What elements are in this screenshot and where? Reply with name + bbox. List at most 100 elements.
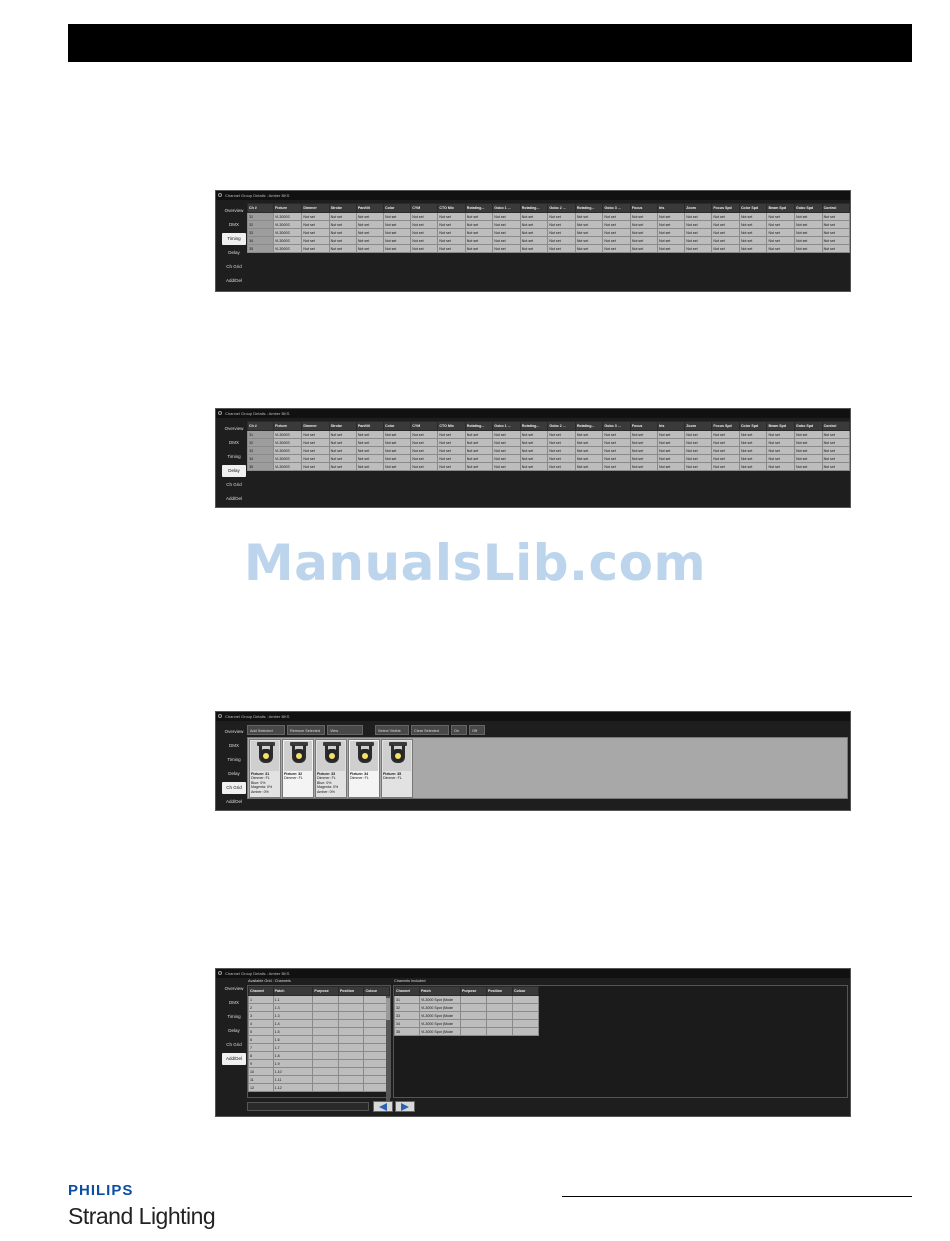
tab-overview[interactable]: Overview (224, 729, 244, 734)
attribute-cell[interactable]: Not set (301, 212, 330, 221)
attribute-cell[interactable]: Not set (738, 446, 768, 455)
attribute-cell[interactable]: Not set (410, 446, 439, 455)
tab-overview[interactable]: Overview (224, 426, 244, 431)
attribute-cell[interactable]: Not set (301, 454, 330, 463)
attribute-cell[interactable]: Not set (684, 244, 713, 253)
on-button[interactable]: On (451, 725, 467, 735)
attribute-cell[interactable]: Not set (492, 446, 521, 455)
attribute-cell[interactable]: Not set (684, 430, 713, 439)
attribute-cell[interactable]: Not set (794, 462, 823, 471)
attribute-cell[interactable]: Not set (602, 462, 631, 471)
attribute-cell[interactable]: Not set (821, 212, 850, 221)
attribute-cell[interactable]: Not set (547, 430, 576, 439)
attribute-cell[interactable]: Not set (355, 220, 385, 229)
attribute-cell[interactable]: Not set (766, 212, 796, 221)
attribute-cell[interactable]: Not set (519, 212, 549, 221)
attribute-cell[interactable]: Not set (629, 236, 659, 245)
attribute-cell[interactable]: Not set (301, 438, 330, 447)
attribute-cell[interactable]: Not set (657, 462, 686, 471)
attribute-cell[interactable]: Not set (355, 462, 385, 471)
attribute-cell[interactable]: Not set (464, 236, 494, 245)
attribute-cell[interactable]: Not set (355, 438, 385, 447)
attribute-cell[interactable]: Not set (794, 430, 823, 439)
attribute-cell[interactable]: Not set (492, 228, 521, 237)
channel-entry-field[interactable] (247, 1102, 369, 1111)
attribute-cell[interactable]: Not set (519, 430, 549, 439)
attribute-cell[interactable]: Not set (574, 438, 604, 447)
select-visible-button[interactable]: Select Visible (375, 725, 409, 735)
attribute-cell[interactable]: Not set (328, 454, 357, 463)
tab-delay[interactable]: Delay (222, 465, 246, 477)
attribute-cell[interactable]: Not set (410, 438, 439, 447)
attribute-cell[interactable]: Not set (383, 462, 412, 471)
attribute-cell[interactable]: Not set (383, 220, 412, 229)
attribute-cell[interactable]: Not set (684, 446, 713, 455)
tab-overview[interactable]: Overview (224, 208, 244, 213)
tab-add-del[interactable]: Add/Del (225, 278, 242, 283)
attribute-cell[interactable]: Not set (821, 228, 850, 237)
attribute-cell[interactable]: Not set (383, 228, 412, 237)
tab-delay[interactable]: Delay (228, 250, 240, 255)
attribute-cell[interactable]: Not set (301, 462, 330, 471)
tab-overview[interactable]: Overview (224, 986, 244, 991)
attribute-cell[interactable]: Not set (602, 430, 631, 439)
clear-selected-button[interactable]: Clear Selected (411, 725, 449, 735)
attribute-cell[interactable]: Not set (711, 430, 740, 439)
attribute-cell[interactable]: Not set (410, 236, 439, 245)
attribute-cell[interactable]: Not set (437, 462, 466, 471)
attribute-cell[interactable]: Not set (684, 438, 713, 447)
attribute-cell[interactable]: Not set (766, 220, 796, 229)
attribute-cell[interactable]: Not set (547, 236, 576, 245)
attribute-cell[interactable]: Not set (684, 236, 713, 245)
attribute-cell[interactable]: Not set (738, 244, 768, 253)
attribute-cell[interactable]: Not set (464, 438, 494, 447)
attribute-cell[interactable]: Not set (629, 244, 659, 253)
attribute-cell[interactable]: Not set (629, 454, 659, 463)
tab-delay[interactable]: Delay (228, 771, 240, 776)
attribute-cell[interactable]: Not set (547, 220, 576, 229)
attribute-cell[interactable]: Not set (410, 454, 439, 463)
attribute-cell[interactable]: Not set (410, 220, 439, 229)
attribute-cell[interactable]: Not set (410, 462, 439, 471)
attribute-cell[interactable]: Not set (602, 454, 631, 463)
attribute-cell[interactable]: Not set (738, 212, 768, 221)
attribute-cell[interactable]: Not set (766, 430, 796, 439)
attribute-cell[interactable]: Not set (301, 220, 330, 229)
attribute-cell[interactable]: Not set (355, 212, 385, 221)
attribute-cell[interactable]: Not set (383, 438, 412, 447)
attribute-cell[interactable]: Not set (328, 446, 357, 455)
attribute-cell[interactable]: Not set (301, 244, 330, 253)
attribute-cell[interactable]: Not set (794, 438, 823, 447)
attribute-cell[interactable]: Not set (574, 212, 604, 221)
attribute-cell[interactable]: Not set (383, 454, 412, 463)
tab-add-del[interactable]: Add/Del (222, 1053, 246, 1065)
attribute-cell[interactable]: Not set (519, 228, 549, 237)
attribute-cell[interactable]: Not set (328, 228, 357, 237)
attribute-cell[interactable]: Not set (492, 462, 521, 471)
attribute-cell[interactable]: Not set (629, 438, 659, 447)
attribute-cell[interactable]: Not set (738, 228, 768, 237)
attribute-cell[interactable]: Not set (821, 220, 850, 229)
attribute-cell[interactable]: Not set (794, 244, 823, 253)
attribute-cell[interactable]: Not set (766, 236, 796, 245)
tab-dmx[interactable]: DMX (229, 222, 239, 227)
